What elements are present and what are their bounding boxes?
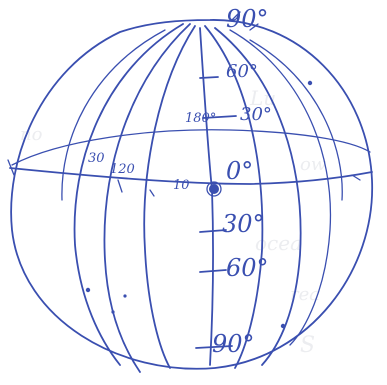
meridian-left-3: [75, 24, 183, 365]
label-lon-120: 120: [110, 163, 135, 176]
dot-lower: [281, 324, 285, 328]
label-equator: 0°: [226, 159, 253, 183]
meridian-left-1: [144, 26, 195, 368]
tick-n60: [200, 77, 218, 78]
svg-text:ow: ow: [300, 154, 327, 175]
center-point: [209, 184, 219, 194]
meridian-left-2: [104, 24, 190, 372]
tick-s60: [200, 270, 226, 272]
dot-small-lower-left-2: [123, 294, 126, 297]
paper-bleed-through: Lu ow ocea rea S no: [20, 86, 327, 358]
dot-left: [86, 288, 90, 292]
dot-right: [308, 81, 312, 85]
label-lon-30: 30: [88, 152, 105, 165]
label-south-pole: 90°: [212, 332, 255, 356]
equator-tick-right: [352, 175, 360, 180]
svg-text:S: S: [300, 333, 315, 358]
label-north-30: 30°: [240, 106, 272, 124]
label-north-60: 60°: [226, 63, 258, 81]
label-south-60: 60°: [226, 256, 269, 280]
label-south-30: 30°: [222, 212, 265, 236]
lon-tick-10: [150, 190, 154, 196]
label-north-pole: 90°: [226, 7, 269, 31]
label-lon-180: 180°: [185, 112, 216, 125]
lon-tick-120: [118, 180, 122, 192]
dot-small-lower-left: [111, 310, 114, 313]
label-lon-10: 10: [173, 179, 190, 192]
globe-outline: [11, 20, 372, 369]
